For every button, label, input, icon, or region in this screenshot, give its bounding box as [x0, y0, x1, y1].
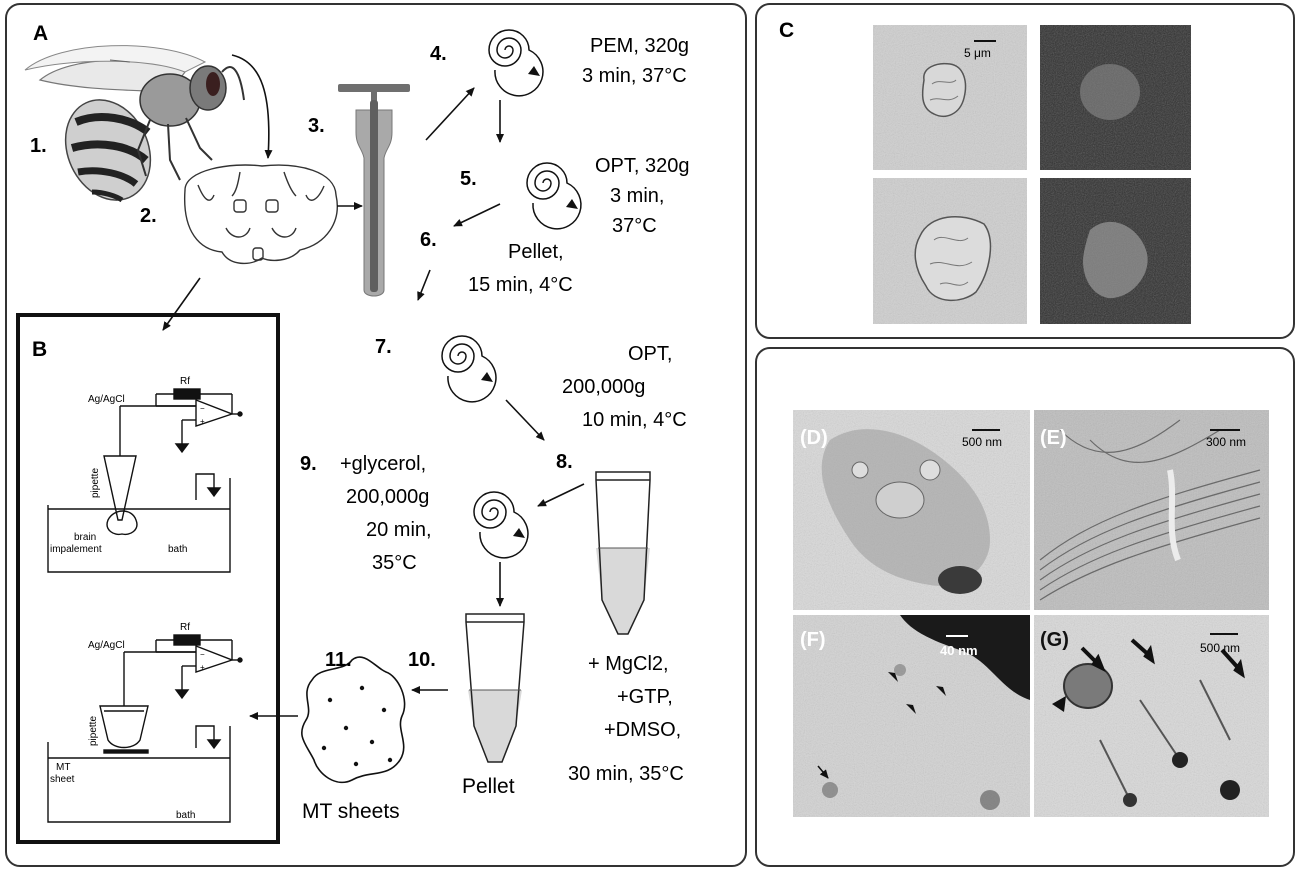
step-9-condition-1: +glycerol,	[340, 453, 426, 475]
circuit-upper-impalement: impalement	[50, 544, 102, 555]
spiral-step-5	[526, 162, 582, 230]
step-11-number: 11.	[325, 649, 352, 671]
arrowhead-f-3	[906, 704, 916, 714]
step-1-number: 1.	[30, 135, 47, 157]
step-5-number: 5.	[460, 168, 477, 190]
panel-label-c: C	[779, 19, 794, 42]
step-8-condition-1: + MgCl2,	[588, 653, 669, 675]
circuit-lower-rf: Rf	[180, 622, 190, 633]
circuit-upper-plus: +	[200, 417, 205, 426]
step-6-condition-2: 15 min, 4°C	[468, 274, 573, 296]
scalebar-d-label: 500 nm	[962, 435, 1002, 449]
arrow-f-4	[817, 765, 829, 779]
circuit-upper-bath: bath	[168, 544, 187, 555]
micrograph-e	[1034, 410, 1269, 610]
step-10-label: Pellet	[462, 775, 515, 798]
step-7-condition-2: 200,000g	[562, 376, 645, 398]
circuit-upper-electrode: Ag/AgCl	[88, 394, 125, 405]
panel-label-a: A	[33, 22, 48, 45]
step-9-number: 9.	[300, 453, 317, 475]
step-9-condition-3: 20 min,	[366, 519, 432, 541]
step-3-number: 3.	[308, 115, 325, 137]
micrograph-c2-fluorescence	[1040, 25, 1191, 170]
brain-outline	[184, 164, 338, 265]
scalebar-g-label: 500 nm	[1200, 641, 1240, 655]
step-4-number: 4.	[430, 43, 447, 65]
panel-label-f: (F)	[800, 629, 826, 651]
arrowhead-g-4	[1052, 696, 1066, 712]
micrograph-c4-fluorescence	[1040, 178, 1191, 324]
arrow-7-to-8	[505, 399, 545, 441]
panel-label-g: (G)	[1040, 629, 1069, 651]
circuit-lower-plus: +	[200, 663, 205, 672]
scalebar-c-label: 5 μm	[964, 46, 991, 60]
circuit-lower-electrode: Ag/AgCl	[88, 640, 125, 651]
step-8-condition-4: 30 min, 35°C	[568, 763, 684, 785]
arrowhead-f-2	[936, 686, 946, 696]
step-10-number: 10.	[408, 649, 436, 671]
circuit-lower-sheet: sheet	[50, 774, 75, 785]
step-7-condition-3: 10 min, 4°C	[582, 409, 687, 431]
step-5-condition-2: 3 min,	[610, 185, 664, 207]
arrow-bee-to-brain	[231, 54, 273, 159]
step-7-condition-1: OPT,	[628, 343, 672, 365]
micrograph-d	[793, 410, 1030, 610]
arrow-3-to-4	[425, 87, 475, 141]
panel-b-frame	[16, 313, 280, 844]
panel-dg-frame	[755, 347, 1295, 867]
step-8-condition-2: +GTP,	[617, 686, 673, 708]
step-8-number: 8.	[556, 451, 573, 473]
circuit-lower-bath: bath	[176, 810, 195, 821]
step-5-condition-1: OPT, 320g	[595, 155, 690, 177]
arrow-6-to-7	[417, 269, 431, 301]
panel-a-frame	[5, 3, 747, 867]
homogenizer-tube	[338, 84, 410, 297]
step-5-condition-3: 37°C	[612, 215, 657, 237]
bee-illustration	[24, 45, 245, 203]
step-9-condition-4: 35°C	[372, 552, 417, 574]
arrow-brain-to-b	[162, 277, 201, 331]
scalebar-e-label: 300 nm	[1206, 435, 1246, 449]
panel-label-e: (E)	[1040, 427, 1067, 449]
arrow-5-to-6	[453, 203, 501, 227]
step-4-condition-1: PEM, 320g	[590, 35, 689, 57]
scalebar-f-label: 40 nm	[940, 643, 978, 658]
circuit-upper-minus: −	[200, 404, 205, 413]
mt-sheet-shape	[301, 656, 406, 784]
step-9-condition-2: 200,000g	[346, 486, 429, 508]
arrowhead-f-1	[888, 672, 898, 682]
centrifuge-tube-step-10	[465, 613, 525, 763]
step-8-condition-3: +DMSO,	[604, 719, 681, 741]
step-6-condition-1: Pellet,	[508, 241, 564, 263]
circuit-upper	[47, 388, 243, 573]
arrow-g-2	[1130, 638, 1155, 665]
micrograph-c3-brightfield	[873, 178, 1027, 324]
circuit-lower-mt: MT	[56, 762, 70, 773]
arrow-8-to-9	[537, 483, 585, 507]
arrow-g-3	[1220, 648, 1245, 679]
micrograph-g	[1034, 615, 1269, 817]
spiral-step-4	[488, 29, 544, 97]
step-2-number: 2.	[140, 205, 157, 227]
micrograph-c1-brightfield	[873, 25, 1027, 170]
spiral-step-7	[441, 335, 497, 403]
step-4-condition-2: 3 min, 37°C	[582, 65, 687, 87]
panel-label-d: (D)	[800, 427, 828, 449]
step-6-number: 6.	[420, 229, 437, 251]
circuit-upper-pipette: pipette	[90, 468, 101, 498]
arrow-g-1	[1080, 646, 1106, 673]
step-7-number: 7.	[375, 336, 392, 358]
circuit-lower	[47, 634, 243, 823]
panel-c-frame	[755, 3, 1295, 339]
micrograph-f	[793, 615, 1030, 817]
centrifuge-tube-step-8	[595, 471, 651, 635]
circuit-lower-pipette: pipette	[88, 716, 99, 746]
spiral-step-9	[473, 491, 529, 559]
circuit-lower-minus: −	[200, 650, 205, 659]
circuit-upper-brain: brain	[74, 532, 96, 543]
circuit-upper-rf: Rf	[180, 376, 190, 387]
panel-label-b: B	[32, 338, 47, 361]
step-11-label: MT sheets	[302, 800, 400, 823]
